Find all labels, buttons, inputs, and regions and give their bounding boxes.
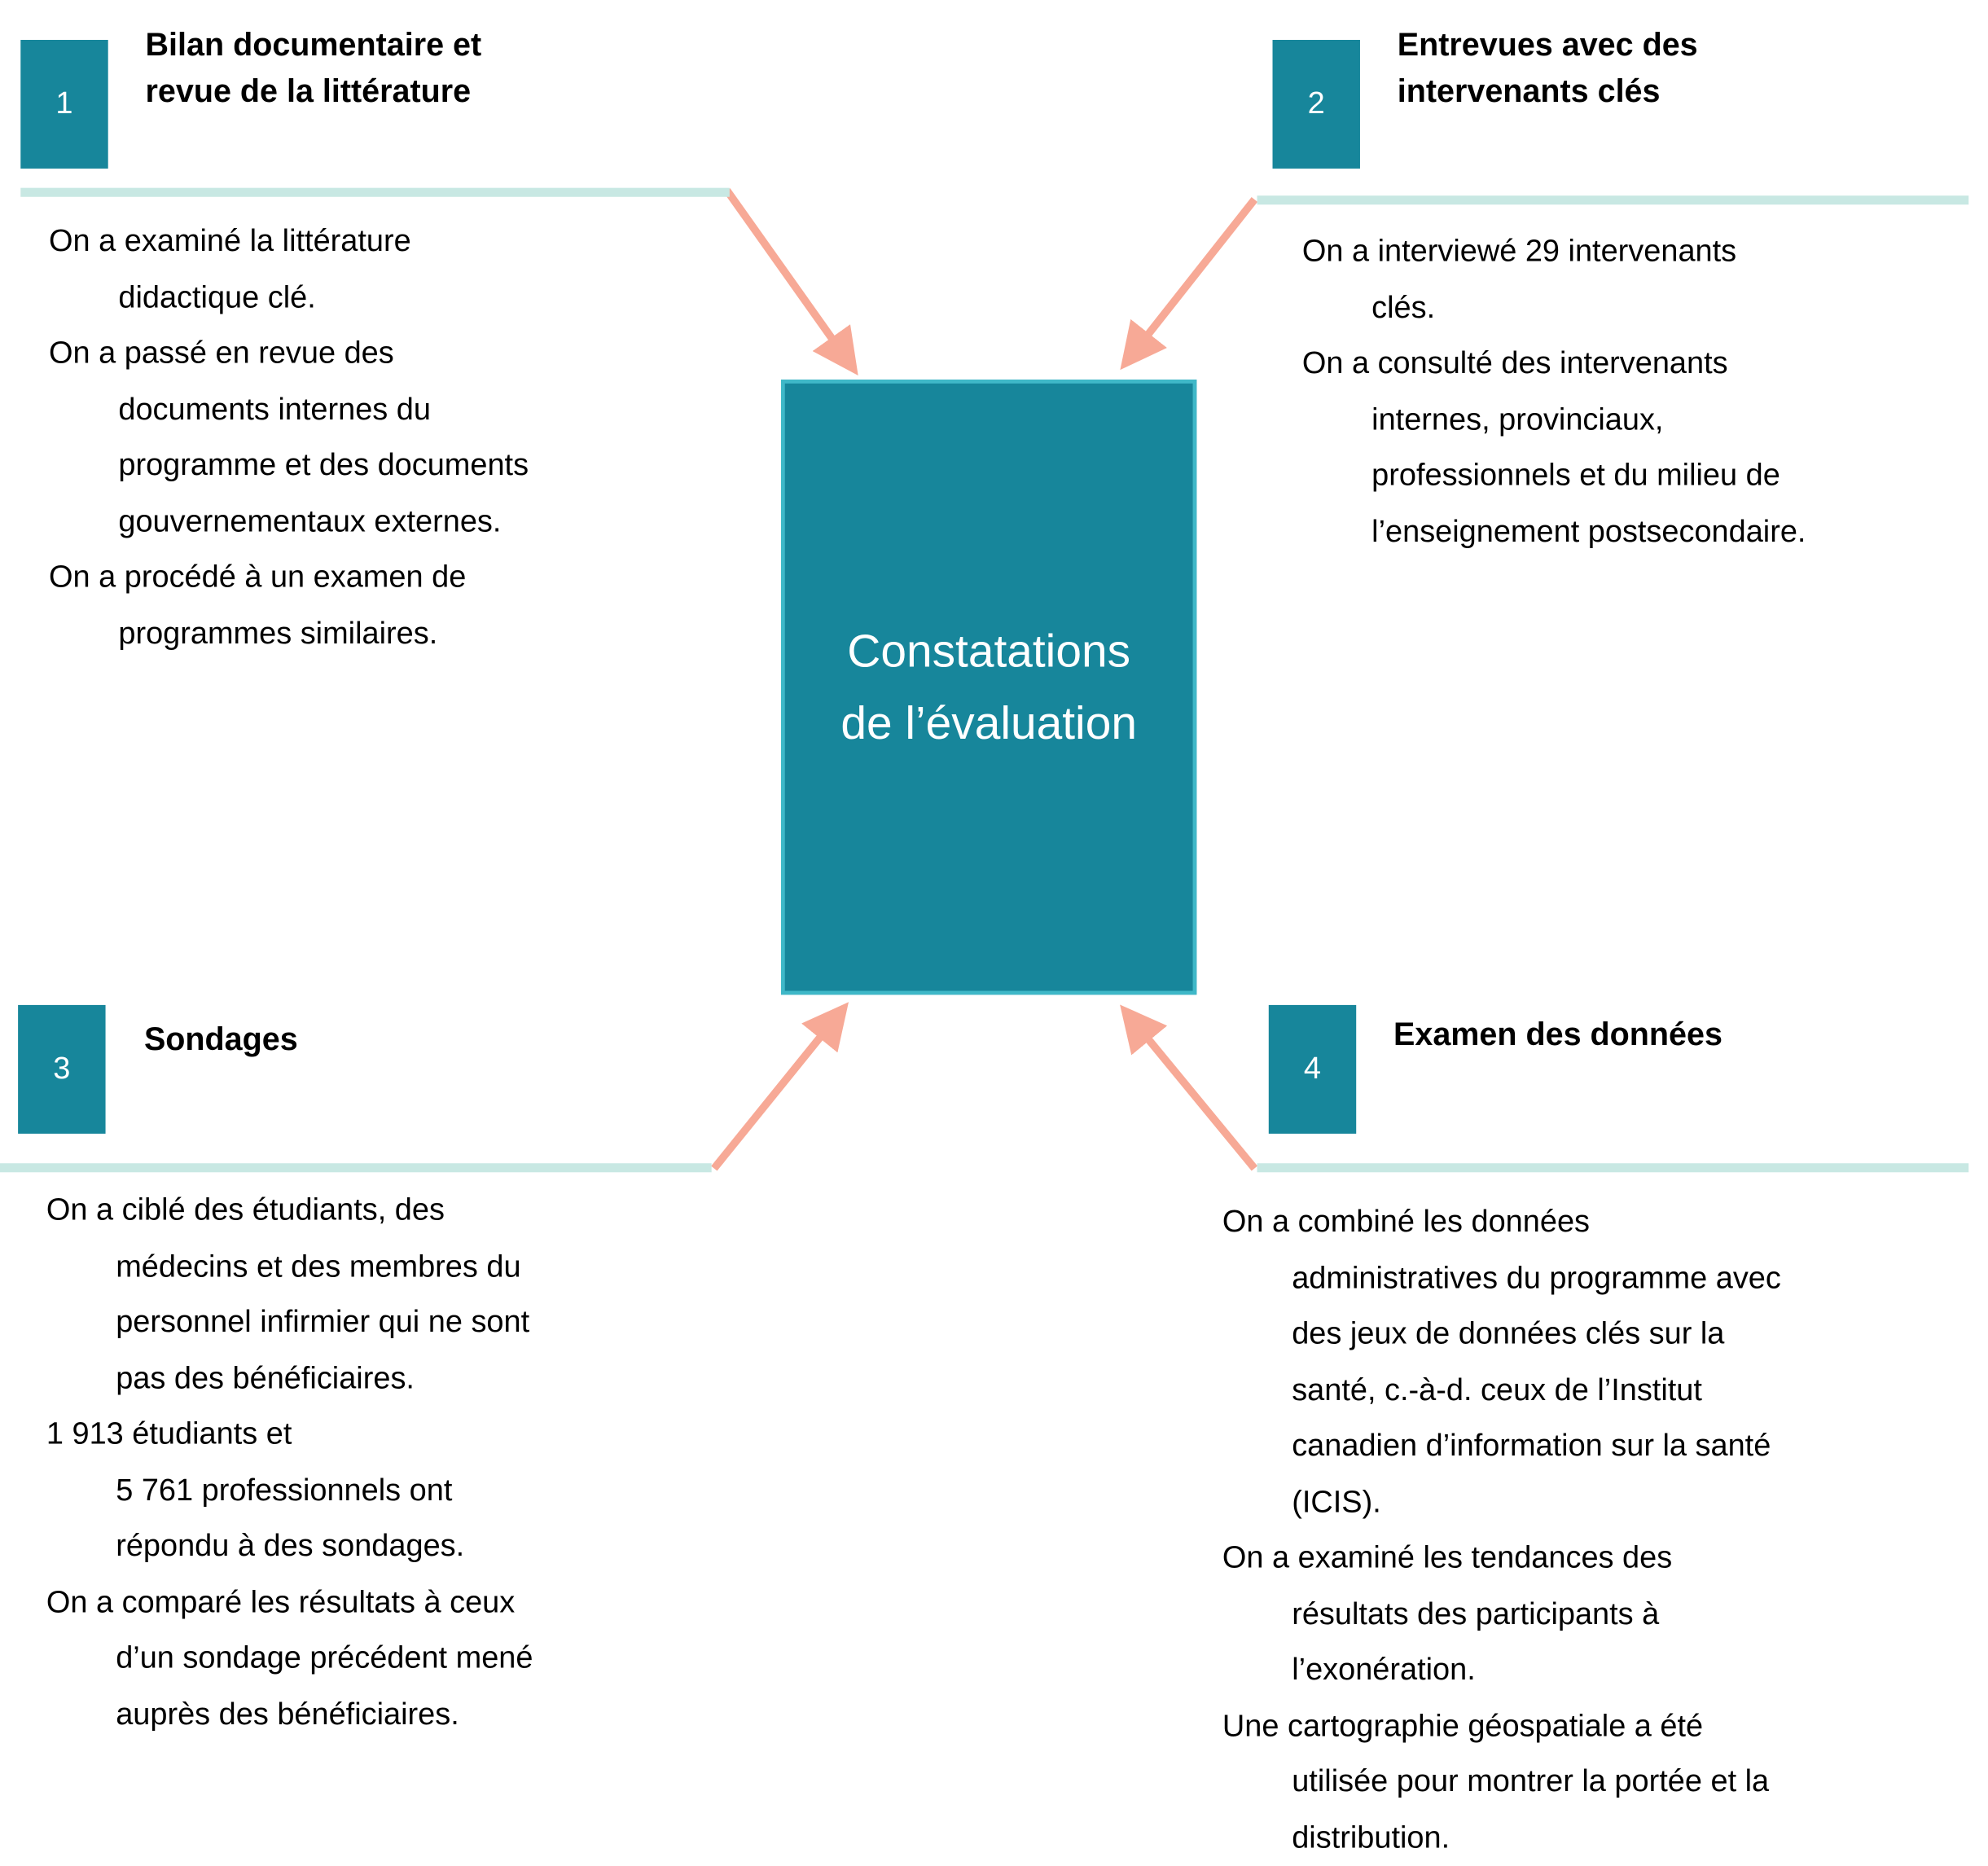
center-line-2: de l’évaluation: [840, 696, 1137, 749]
bullet-line: (ICIS).: [1292, 1484, 1381, 1520]
bullet-item: On a examiné la littérature didactique cl…: [49, 213, 529, 325]
bullet-item: On a examiné les tendances des résultats …: [1222, 1530, 1781, 1698]
bullet-line: On a examiné les tendances des: [1222, 1540, 1673, 1575]
bullet-line: résultats des participants à: [1292, 1596, 1660, 1631]
center-box-findings: Constatations de l’évaluation: [780, 380, 1197, 995]
bullet-item: On a ciblé des étudiants, des médecins et…: [46, 1183, 533, 1407]
section-title-line: Examen des données: [1393, 1016, 1722, 1053]
bullet-line: 5 761 professionnels ont: [116, 1473, 453, 1508]
bullet-line: 1 913 étudiants et: [46, 1416, 292, 1452]
section-title: Entrevues avec des intervenants clés: [1398, 22, 1698, 115]
section-number-badge: 2: [1272, 39, 1360, 169]
bullet-line: internes, provinciaux,: [1371, 402, 1664, 437]
arrow-1: [723, 188, 858, 375]
section-title-line: intervenants clés: [1397, 73, 1661, 110]
section-title-line: Bilan documentaire et: [145, 27, 482, 64]
bullet-line: l’enseignement postsecondaire.: [1371, 514, 1806, 549]
section-title: Examen des données: [1393, 1012, 1722, 1058]
bullet-item: 1 913 étudiants et 5 761 professionnels o…: [46, 1407, 533, 1574]
bullet-line: médecins et des membres du: [116, 1249, 521, 1284]
bullet-line: On a comparé les résultats à ceux: [46, 1584, 516, 1620]
bullet-item: On a passé en revue des documents interne…: [49, 326, 529, 550]
section-divider: [1257, 1163, 1969, 1173]
section-bullets: On a combiné les données administratives …: [1222, 1194, 1781, 1866]
bullet-line: distribution.: [1292, 1820, 1450, 1855]
bullet-line: répondu à des sondages.: [116, 1528, 465, 1564]
bullet-line: Une cartographie géospatiale a été: [1222, 1708, 1704, 1743]
bullet-line: On a interviewé 29 intervenants: [1301, 234, 1737, 270]
bullet-line: On a combiné les données: [1222, 1204, 1590, 1240]
bullet-line: clés.: [1371, 290, 1436, 325]
bullet-item: On a combiné les données administratives …: [1222, 1194, 1781, 1530]
bullet-line: personnel infirmier qui ne sont: [116, 1305, 530, 1340]
bullet-line: On a examiné la littérature: [49, 223, 411, 259]
bullet-line: didactique clé.: [118, 279, 316, 315]
bullet-line: On a procédé à un examen de: [49, 560, 467, 595]
bullet-line: programmes similaires.: [118, 615, 438, 651]
bullet-line: utilisée pour montrer la portée et la: [1292, 1764, 1770, 1799]
bullet-item: On a procédé à un examen de programmes si…: [49, 550, 529, 661]
section-number-badge: 4: [1268, 1004, 1357, 1134]
section-title: Sondages: [144, 1016, 298, 1063]
section-title: Bilan documentaire et revue de la littéra…: [146, 22, 482, 115]
section-divider: [1257, 195, 1969, 205]
bullet-line: programme et des documents: [118, 447, 529, 483]
section-divider: [0, 1163, 712, 1173]
bullet-line: pas des bénéficiaires.: [116, 1360, 415, 1396]
bullet-item: On a comparé les résultats à ceux d’un so…: [46, 1574, 533, 1742]
bullet-line: santé, c.-à-d. ceux de l’Institut: [1292, 1372, 1702, 1407]
section-bullets: On a examiné la littérature didactique cl…: [49, 213, 529, 661]
bullet-line: auprès des bénéficiaires.: [116, 1697, 459, 1732]
bullet-item: On a interviewé 29 intervenants clés.: [1302, 224, 1806, 336]
bullet-line: l’exonération.: [1292, 1652, 1476, 1688]
section-bullets: On a ciblé des étudiants, des médecins et…: [46, 1183, 533, 1742]
section-title-line: Entrevues avec des: [1397, 27, 1698, 64]
bullet-line: administratives du programme avec: [1292, 1260, 1781, 1296]
arrow-2: [1120, 196, 1258, 371]
bullet-line: documents internes du: [118, 392, 431, 427]
bullet-line: des jeux de données clés sur la: [1292, 1316, 1725, 1351]
bullet-item: Une cartographie géospatiale a été utilis…: [1222, 1698, 1781, 1866]
bullet-item: On a consulté des intervenants internes, …: [1302, 336, 1806, 560]
section-number-badge: 3: [18, 1004, 106, 1134]
bullet-line: On a consulté des intervenants: [1301, 345, 1728, 381]
bullet-line: professionnels et du milieu de: [1371, 458, 1780, 494]
arrow-4: [1120, 1004, 1258, 1171]
bullet-line: On a ciblé des étudiants, des: [46, 1192, 445, 1228]
bullet-line: canadien d’information sur la santé: [1292, 1428, 1771, 1464]
bullet-line: gouvernementaux externes.: [118, 503, 502, 539]
section-number-badge: 1: [20, 39, 108, 169]
section-divider: [20, 187, 730, 197]
arrow-3: [711, 1002, 849, 1171]
center-line-1: Constatations: [847, 624, 1131, 678]
bullet-line: d’un sondage précédent mené: [116, 1640, 533, 1676]
bullet-line: On a passé en revue des: [49, 336, 394, 371]
section-title-line: revue de la littérature: [145, 73, 472, 110]
section-title-line: Sondages: [143, 1021, 298, 1058]
